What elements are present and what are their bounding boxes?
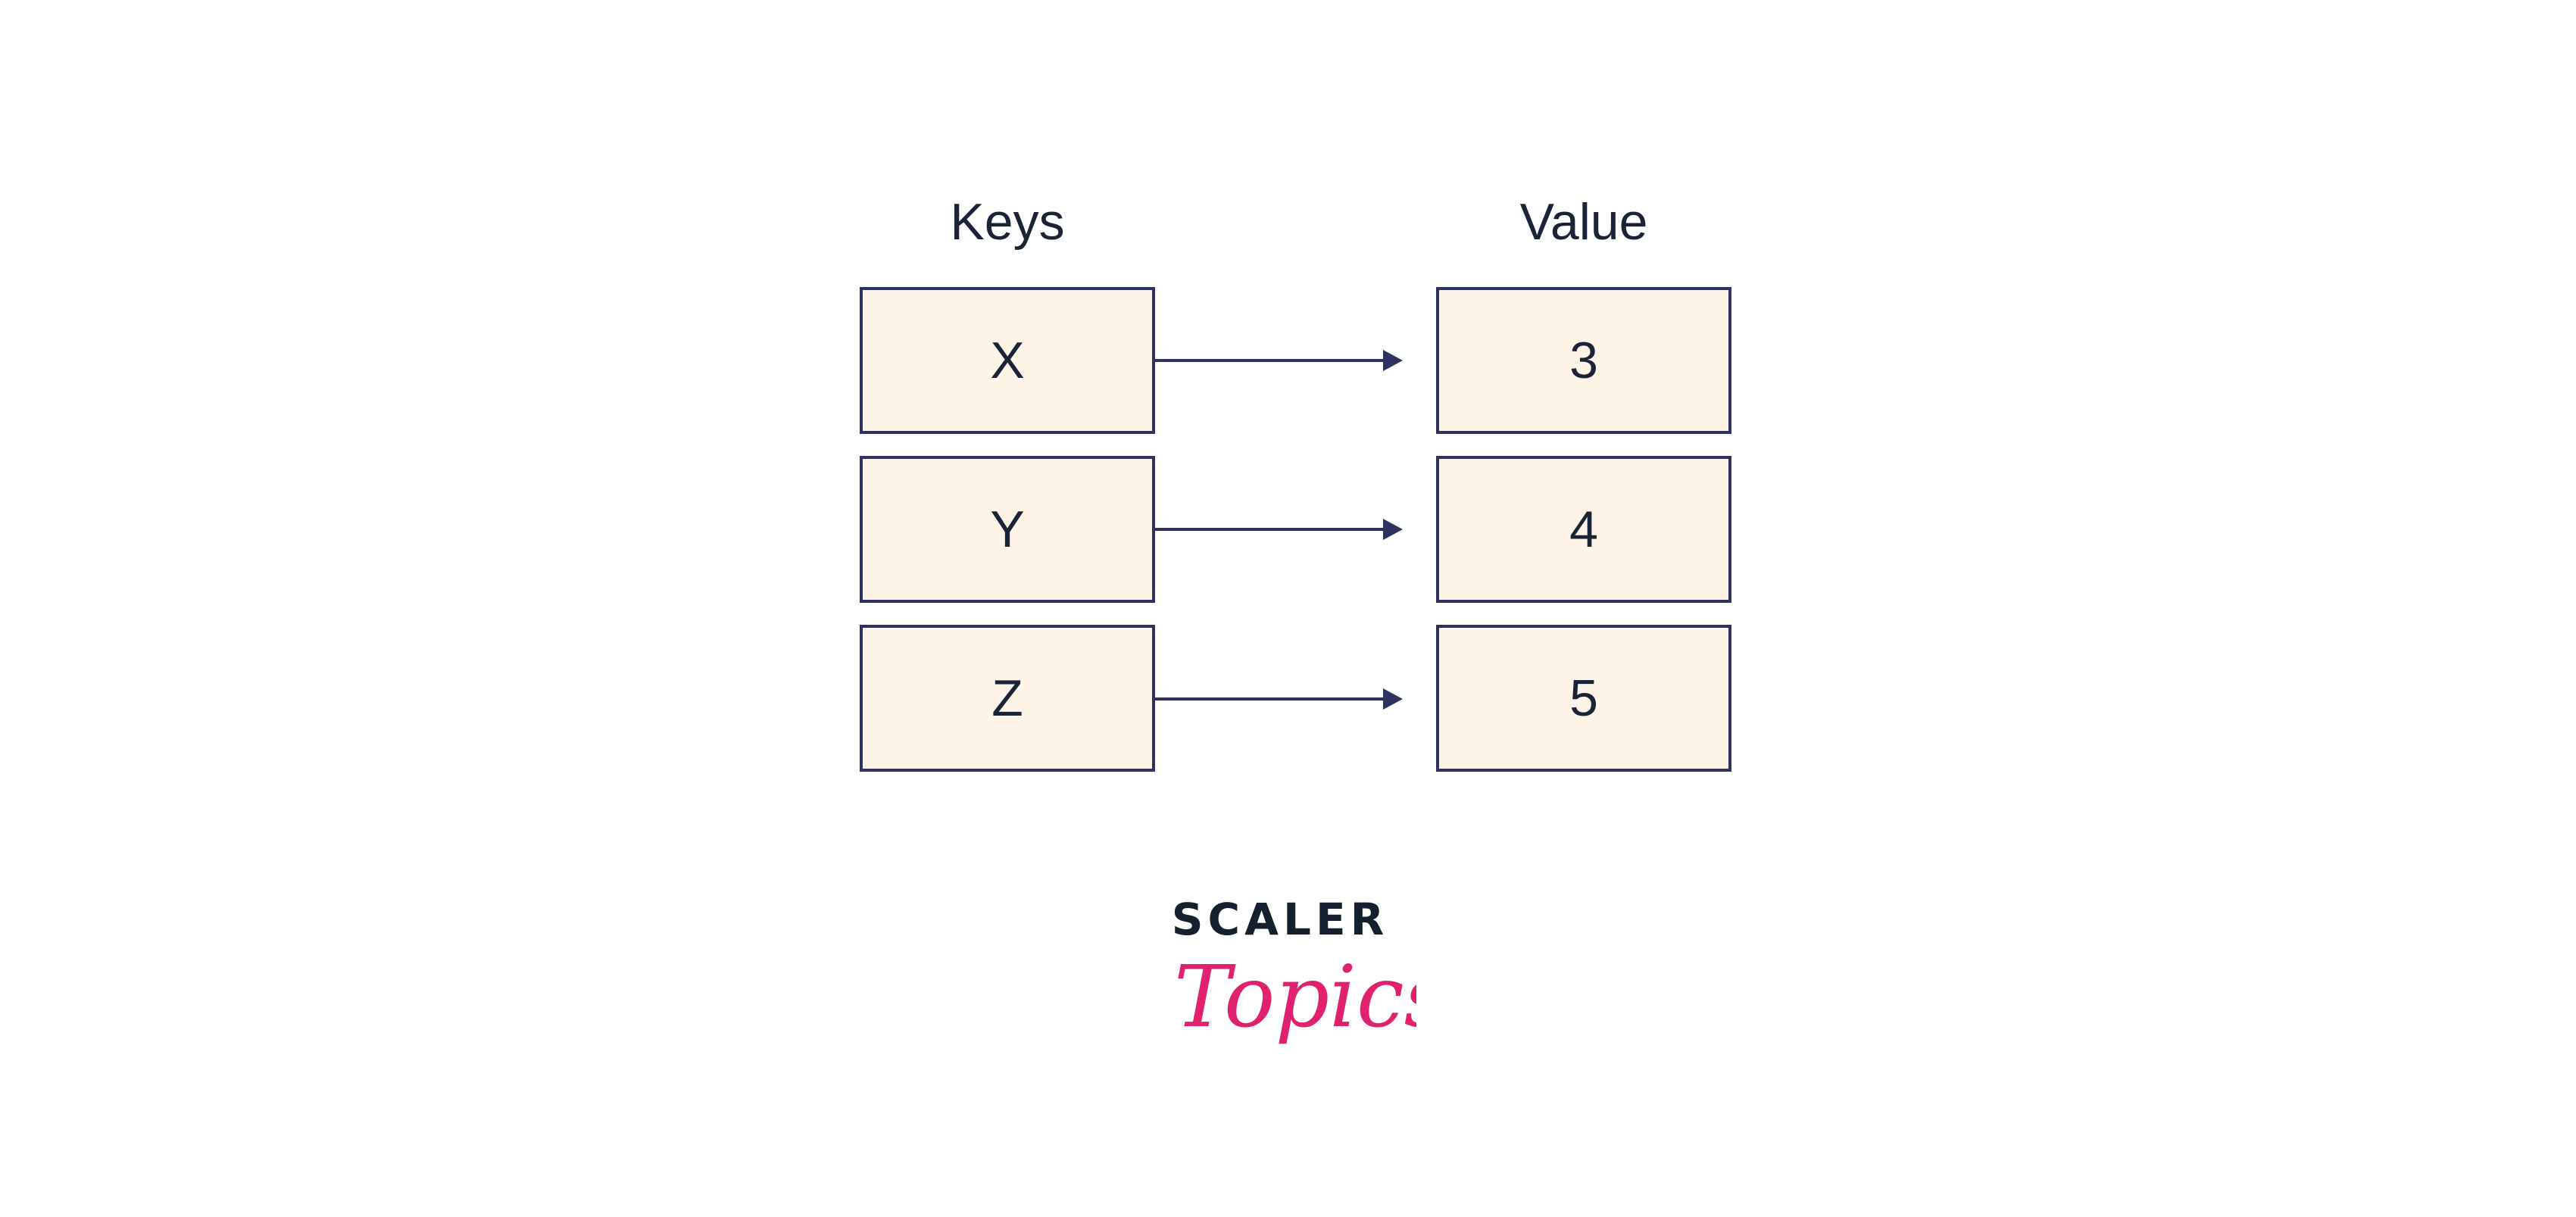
logo-script-text: Topics <box>1174 948 1416 1047</box>
value-box-4: 4 <box>1436 456 1731 603</box>
values-column-header: Value <box>1519 193 1648 251</box>
logo-script: Topics <box>1174 948 1416 1047</box>
key-box-y: Y <box>860 456 1155 603</box>
key-box-x: X <box>860 287 1155 434</box>
scaler-topics-logo: SCALER Topics <box>1166 894 1416 1091</box>
arrow-x-to-3 <box>1155 350 1403 371</box>
key-box-z: Z <box>860 625 1155 772</box>
arrow-y-to-4 <box>1155 519 1403 540</box>
keys-column-header: Keys <box>950 193 1065 251</box>
arrow-z-to-5 <box>1155 688 1403 710</box>
value-box-3: 3 <box>1436 287 1731 434</box>
logo-wordmark: SCALER <box>1171 894 1389 945</box>
value-box-5: 5 <box>1436 625 1731 772</box>
